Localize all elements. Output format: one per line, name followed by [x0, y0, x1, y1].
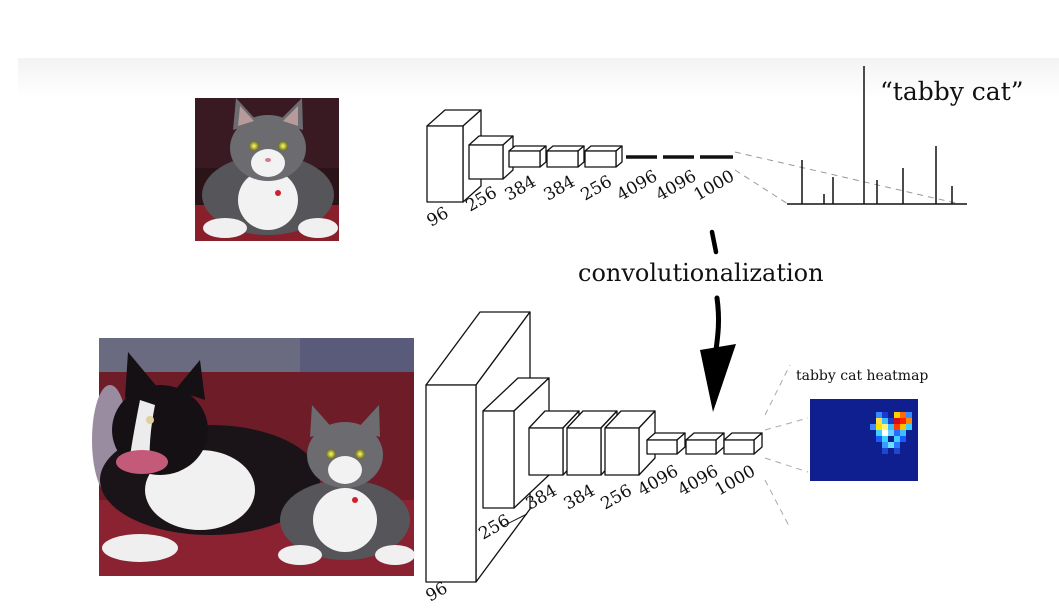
- cat-photo: [195, 98, 339, 241]
- bottom-label-2-tick: [502, 513, 528, 527]
- top-layer-label-5: 256: [578, 172, 616, 206]
- top-layer-4-block: [546, 145, 585, 168]
- top-network: 96 256 384 384 256 4096 4096 1000: [424, 109, 738, 231]
- bottom-projection-line-4: [764, 479, 791, 529]
- bottom-layer-label-4: 384: [561, 481, 599, 515]
- top-layer-2-block: [468, 135, 514, 180]
- bottom-projection-line-1: [764, 364, 791, 416]
- bottom-layer-label-5: 256: [598, 481, 636, 515]
- bottom-projection-line-3: [764, 457, 809, 473]
- top-layer-label-1: 96: [424, 203, 453, 231]
- top-prediction-label: “tabby cat”: [880, 77, 1024, 106]
- bottom-layer-6-block: [646, 432, 686, 455]
- convolutionalization-arrow: [700, 229, 736, 412]
- transform-label: convolutionalization: [578, 259, 824, 287]
- bottom-projection-line-2: [764, 417, 809, 431]
- top-layer-3-block: [508, 145, 547, 168]
- top-layer-5-block: [584, 145, 623, 168]
- top-projection-line-1: [734, 151, 961, 205]
- class-score-histogram: [787, 66, 967, 205]
- bottom-layer-label-8: 1000: [712, 461, 759, 500]
- top-projection-line-2: [734, 169, 789, 205]
- top-layer-label-8: 1000: [691, 166, 738, 205]
- top-layer-label-6: 4096: [614, 166, 661, 205]
- heatmap-label: tabby cat heatmap: [796, 368, 928, 384]
- top-gradient-band: [18, 58, 1059, 98]
- tabby-cat-heatmap: [810, 399, 918, 481]
- top-layer-label-3: 384: [502, 172, 540, 206]
- dog-cat-photo: [92, 338, 415, 576]
- bottom-layer-8-block: [723, 432, 763, 455]
- top-layer-label-4: 384: [541, 172, 579, 206]
- bottom-layer-7-block: [685, 432, 725, 455]
